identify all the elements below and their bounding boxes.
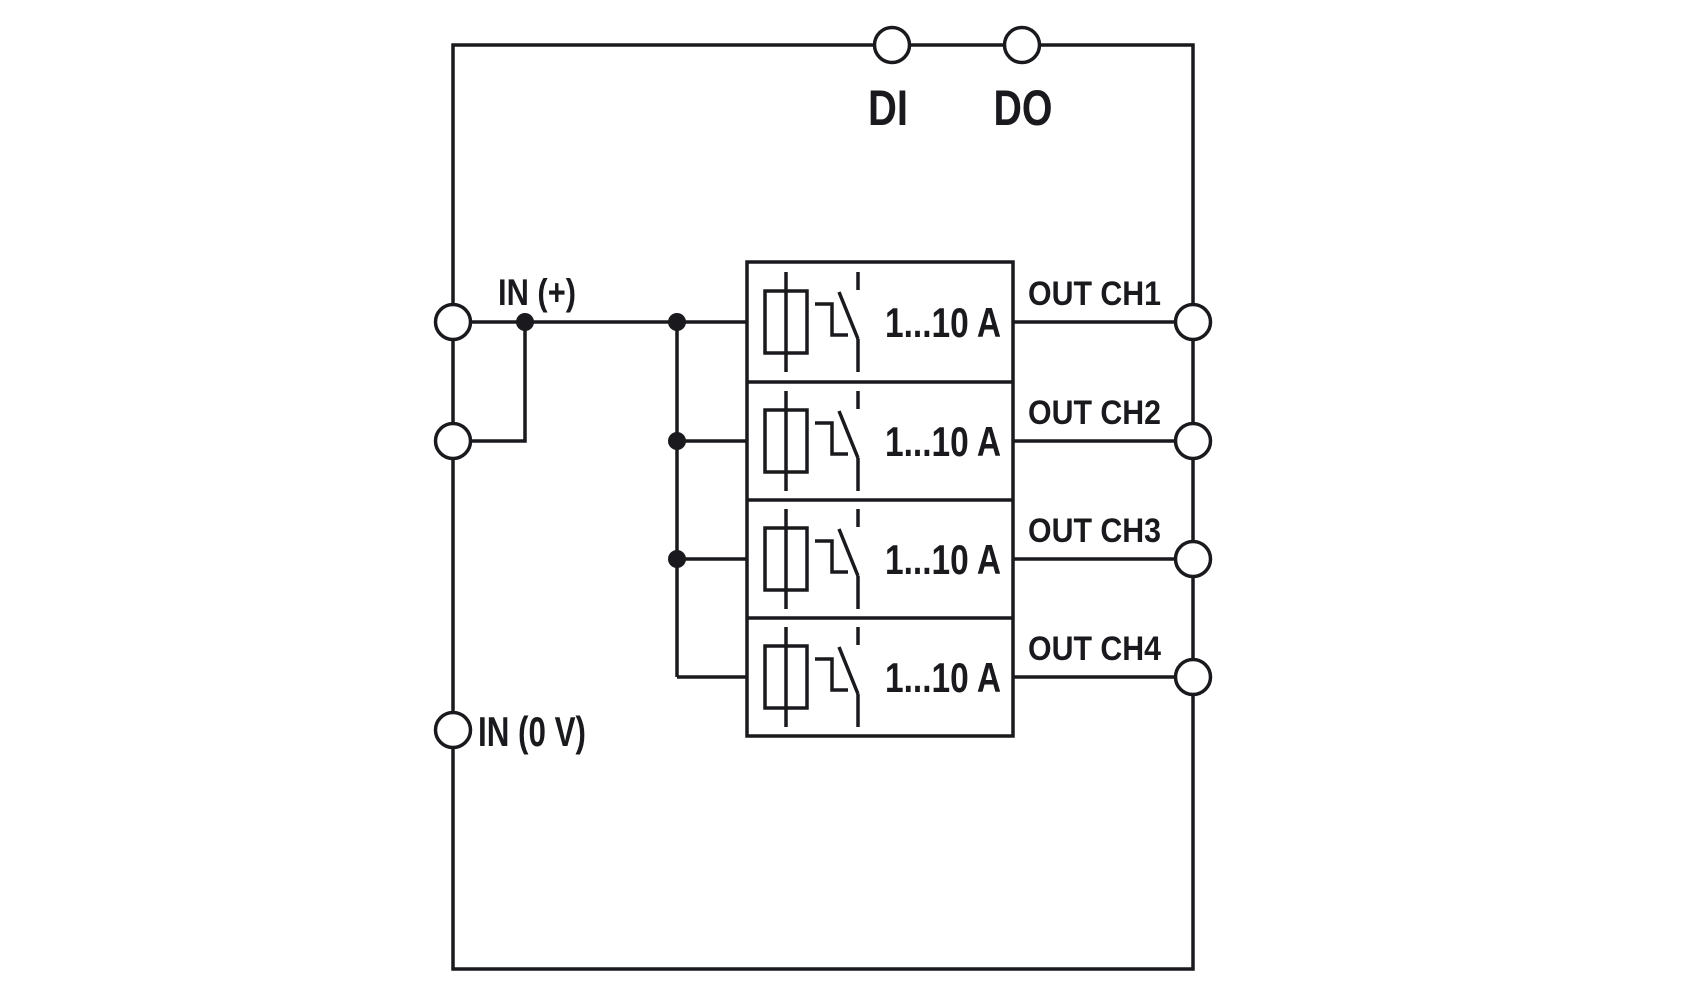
channel-block [745, 260, 1015, 738]
out-ch2-label: OUT CH2 [1028, 394, 1161, 432]
channel-row: 1...10 A OUT CH4 [763, 627, 1161, 727]
switch-icon [815, 509, 860, 609]
fuse-icon [763, 272, 809, 372]
channel-row: 1...10 A OUT CH3 [763, 509, 1161, 609]
in-0v-terminal [433, 710, 473, 750]
in-plus-label: IN (+) [498, 272, 576, 313]
channel-rating-label: 1...10 A [885, 654, 1001, 701]
out-ch4-label: OUT CH4 [1028, 630, 1161, 668]
di-label: DI [868, 80, 908, 136]
device-boundary [451, 43, 1195, 971]
out-ch1-label: OUT CH1 [1028, 275, 1161, 313]
switch-blade [837, 291, 860, 340]
junction-dot [668, 550, 686, 568]
do-terminal [1002, 25, 1042, 65]
fuse-icon [763, 509, 809, 609]
switch-icon [815, 627, 860, 727]
in-plus-terminal-2 [433, 421, 473, 461]
junction-dot [668, 313, 686, 331]
switch-release-linkage [815, 657, 848, 692]
switch-blade [837, 410, 860, 459]
junction-dot [516, 313, 534, 331]
channel-row: 1...10 A OUT CH1 [763, 272, 1161, 372]
switch-release-linkage [815, 302, 848, 337]
in-plus-jumper-wire [453, 322, 527, 443]
switch-blade [837, 646, 860, 695]
in-plus-terminal [433, 302, 473, 342]
out-ch1-terminal [1173, 302, 1213, 342]
out-ch4-terminal [1173, 657, 1213, 697]
switch-release-linkage [815, 421, 848, 456]
channel-rating-label: 1...10 A [885, 536, 1001, 583]
junction-dot [668, 432, 686, 450]
channel-row: 1...10 A OUT CH2 [763, 391, 1161, 491]
fuse-icon [763, 627, 809, 727]
out-ch2-terminal [1173, 421, 1213, 461]
di-terminal [872, 25, 912, 65]
switch-icon [815, 272, 860, 372]
channel-rating-label: 1...10 A [885, 299, 1001, 346]
switch-release-linkage [815, 539, 848, 574]
in-0v-label: IN (0 V) [478, 708, 586, 755]
switch-icon [815, 391, 860, 491]
fuse-icon [763, 391, 809, 491]
switch-blade [837, 528, 860, 577]
out-ch3-terminal [1173, 539, 1213, 579]
do-label: DO [994, 80, 1053, 136]
channel-rating-label: 1...10 A [885, 418, 1001, 465]
out-ch3-label: OUT CH3 [1028, 512, 1161, 550]
